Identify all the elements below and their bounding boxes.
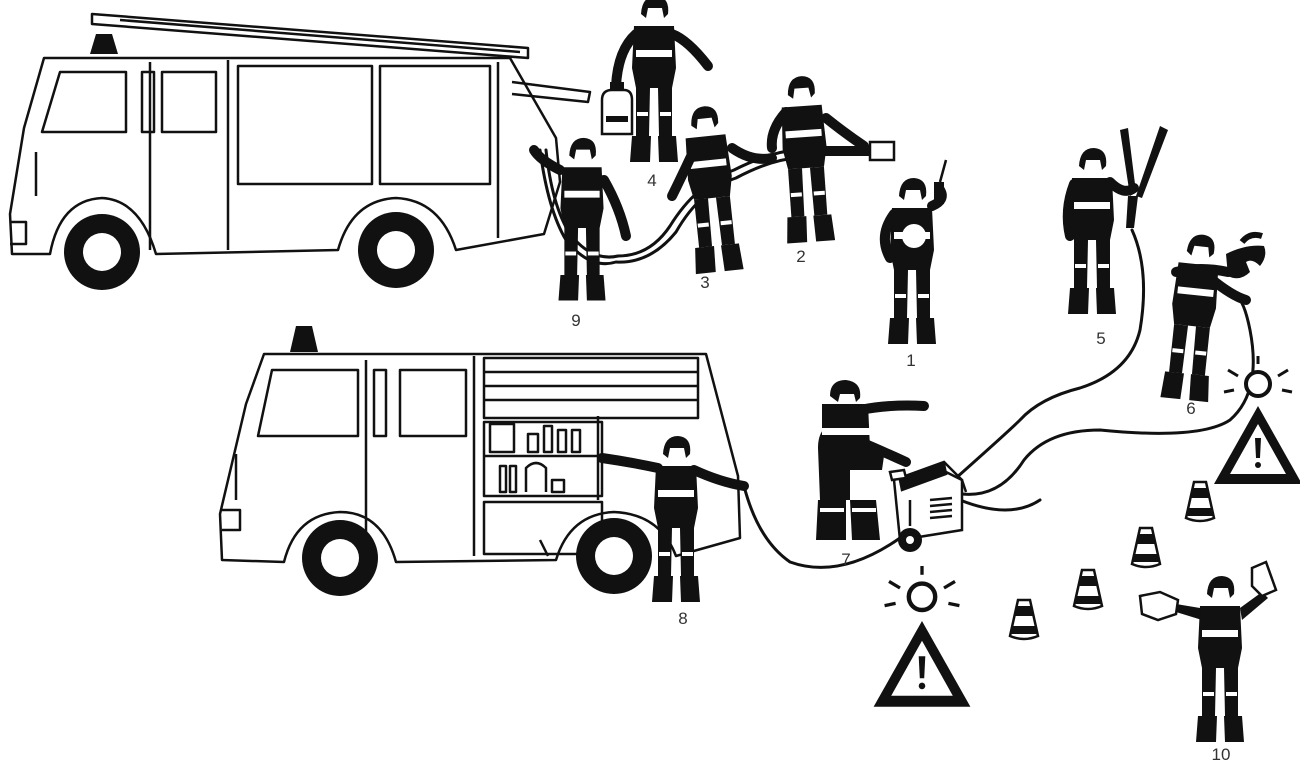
firefighter-10	[1140, 562, 1276, 742]
firefighter-1	[885, 160, 946, 344]
label-9: 9	[571, 311, 580, 330]
firefighter-2	[772, 75, 894, 244]
label-7: 7	[841, 550, 850, 569]
firefighter-5	[1068, 126, 1168, 314]
label-1: 1	[906, 351, 915, 370]
label-5: 5	[1096, 329, 1105, 348]
label-8: 8	[678, 609, 687, 628]
ladder-fire-truck	[10, 14, 590, 290]
traffic-cones	[1010, 482, 1214, 639]
firefighter-4	[602, 0, 708, 162]
label-4: 4	[647, 171, 656, 190]
hydraulic-pump	[890, 462, 966, 552]
firefighter-3	[672, 104, 772, 274]
label-6: 6	[1186, 399, 1195, 418]
label-3: 3	[700, 273, 709, 292]
label-2: 2	[796, 247, 805, 266]
label-10: 10	[1212, 745, 1231, 764]
